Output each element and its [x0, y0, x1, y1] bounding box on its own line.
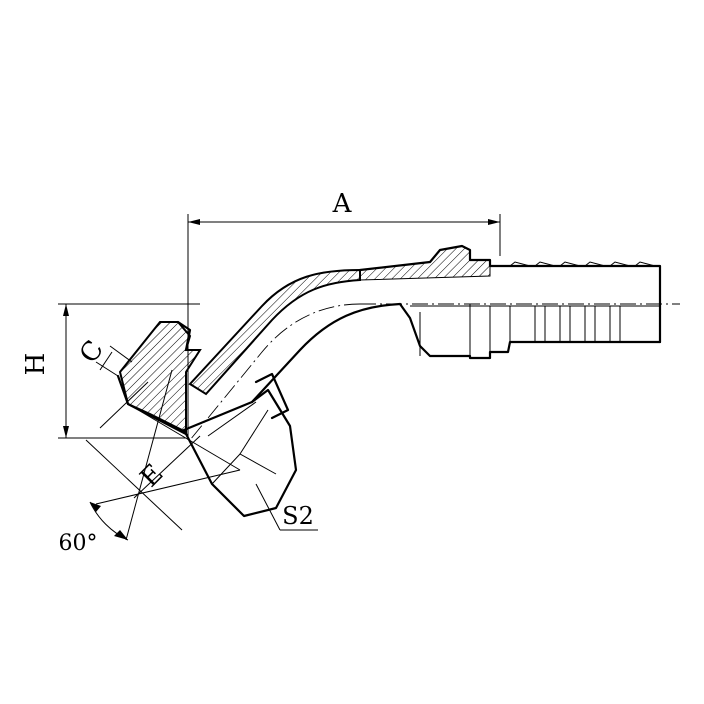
- flange-groove: [176, 320, 192, 352]
- bend-hatched-wall: [188, 268, 361, 396]
- swivel-nut: [182, 372, 298, 518]
- centerlines: [189, 303, 680, 441]
- nut-lip: [254, 372, 290, 420]
- bend-inner-wall: [250, 302, 402, 404]
- hex-nut-body: [182, 388, 298, 518]
- angle-label: 60°: [59, 531, 98, 556]
- tail-outline-bottom: [398, 302, 662, 360]
- cone-lines: [95, 369, 241, 541]
- s2-leader: S2: [255, 483, 318, 531]
- hex-nut-edge: [239, 409, 269, 455]
- hose-tail: [358, 244, 662, 360]
- dimension-a: A: [187, 189, 501, 440]
- tail-hatched-wall: [359, 245, 491, 281]
- bent-tube: [188, 268, 402, 404]
- dimension-h: H: [21, 303, 200, 439]
- dimension-h-label: H: [21, 353, 51, 376]
- dimension-a-label: A: [332, 189, 353, 219]
- seat-flange: [116, 320, 202, 436]
- tail-serration-top: [509, 261, 656, 267]
- angle-annotation: 60°: [59, 501, 129, 556]
- tail-grooves: [410, 304, 660, 356]
- dimension-s2-label: S2: [282, 502, 314, 530]
- bend-centerline: [189, 303, 361, 441]
